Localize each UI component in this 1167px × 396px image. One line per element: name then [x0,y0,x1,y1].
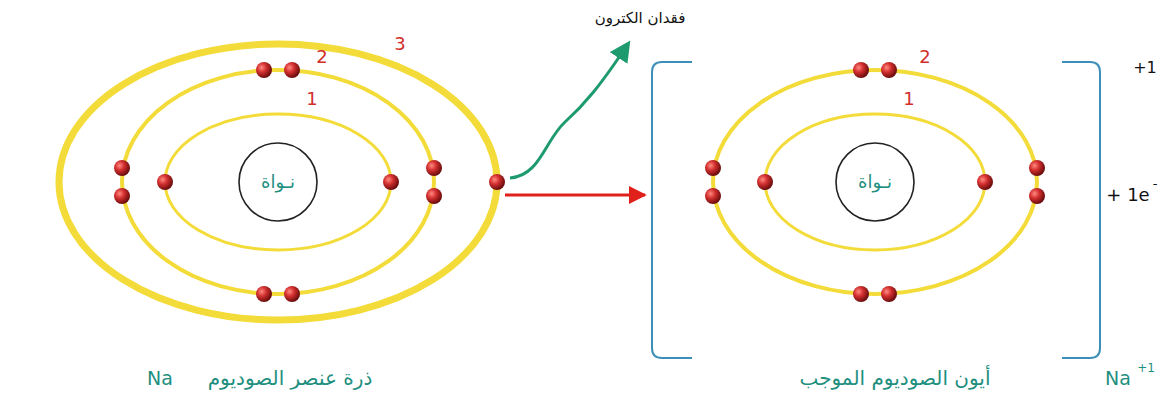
shell-ring [165,114,391,250]
electron [383,174,399,190]
electron [881,62,897,78]
electron [977,174,993,190]
electron [114,188,130,204]
reaction-arrow [505,194,645,197]
electron [881,286,897,302]
electrons [114,62,505,302]
shell-number: 1 [306,88,317,110]
nucleus-circle: نـواة [238,142,318,222]
nucleus-label: نـواة [261,171,295,193]
nucleus-outline [239,143,317,221]
electron [757,174,773,190]
electron [284,286,300,302]
shell-number: 1 [903,88,914,110]
shell-number: 3 [394,33,405,55]
element-symbol: Na [1105,367,1131,390]
ion-charge: +1 [1137,361,1155,375]
ion-shells [713,70,1037,294]
electrons [705,62,1045,302]
nucleus-outline [836,143,914,221]
electron [705,188,721,204]
caption: ذرة عنصر الصوديوم [208,366,373,390]
atom-shells [59,44,497,320]
electron [853,62,869,78]
electron [1029,160,1045,176]
electron [256,62,272,78]
shell-ring [765,114,985,250]
electron [284,62,300,78]
atom-group: ذرة عنصر الصوديوم نـواة [55,38,505,390]
electron [705,160,721,176]
shell-number: 2 [316,46,327,68]
nucleus-circle: نـواة [835,142,915,222]
bracket [1062,62,1100,358]
electron-loss-arrow [510,44,628,178]
electron [853,286,869,302]
electron [157,174,173,190]
nucleus-label: نـواة [858,171,892,193]
ion-charge: +1 [1133,58,1157,77]
electron [489,174,505,190]
bracket [652,62,692,358]
electron [426,188,442,204]
released-electron: + 1e [1106,184,1149,206]
shell-ring [122,70,434,294]
electron [256,286,272,302]
ion-group: أيون الصوديوم الموجب نـواة [645,38,1105,390]
electron [114,160,130,176]
electron-sign: - [1153,176,1158,192]
shell-number: 2 [919,46,930,68]
shell-ring [59,44,497,320]
caption: أيون الصوديوم الموجب [800,366,991,390]
electron [1029,188,1045,204]
shell-ring [713,70,1037,294]
electron-loss-note: فقدان الكترون [595,9,686,27]
electron [426,160,442,176]
element-symbol: Na [147,367,173,390]
